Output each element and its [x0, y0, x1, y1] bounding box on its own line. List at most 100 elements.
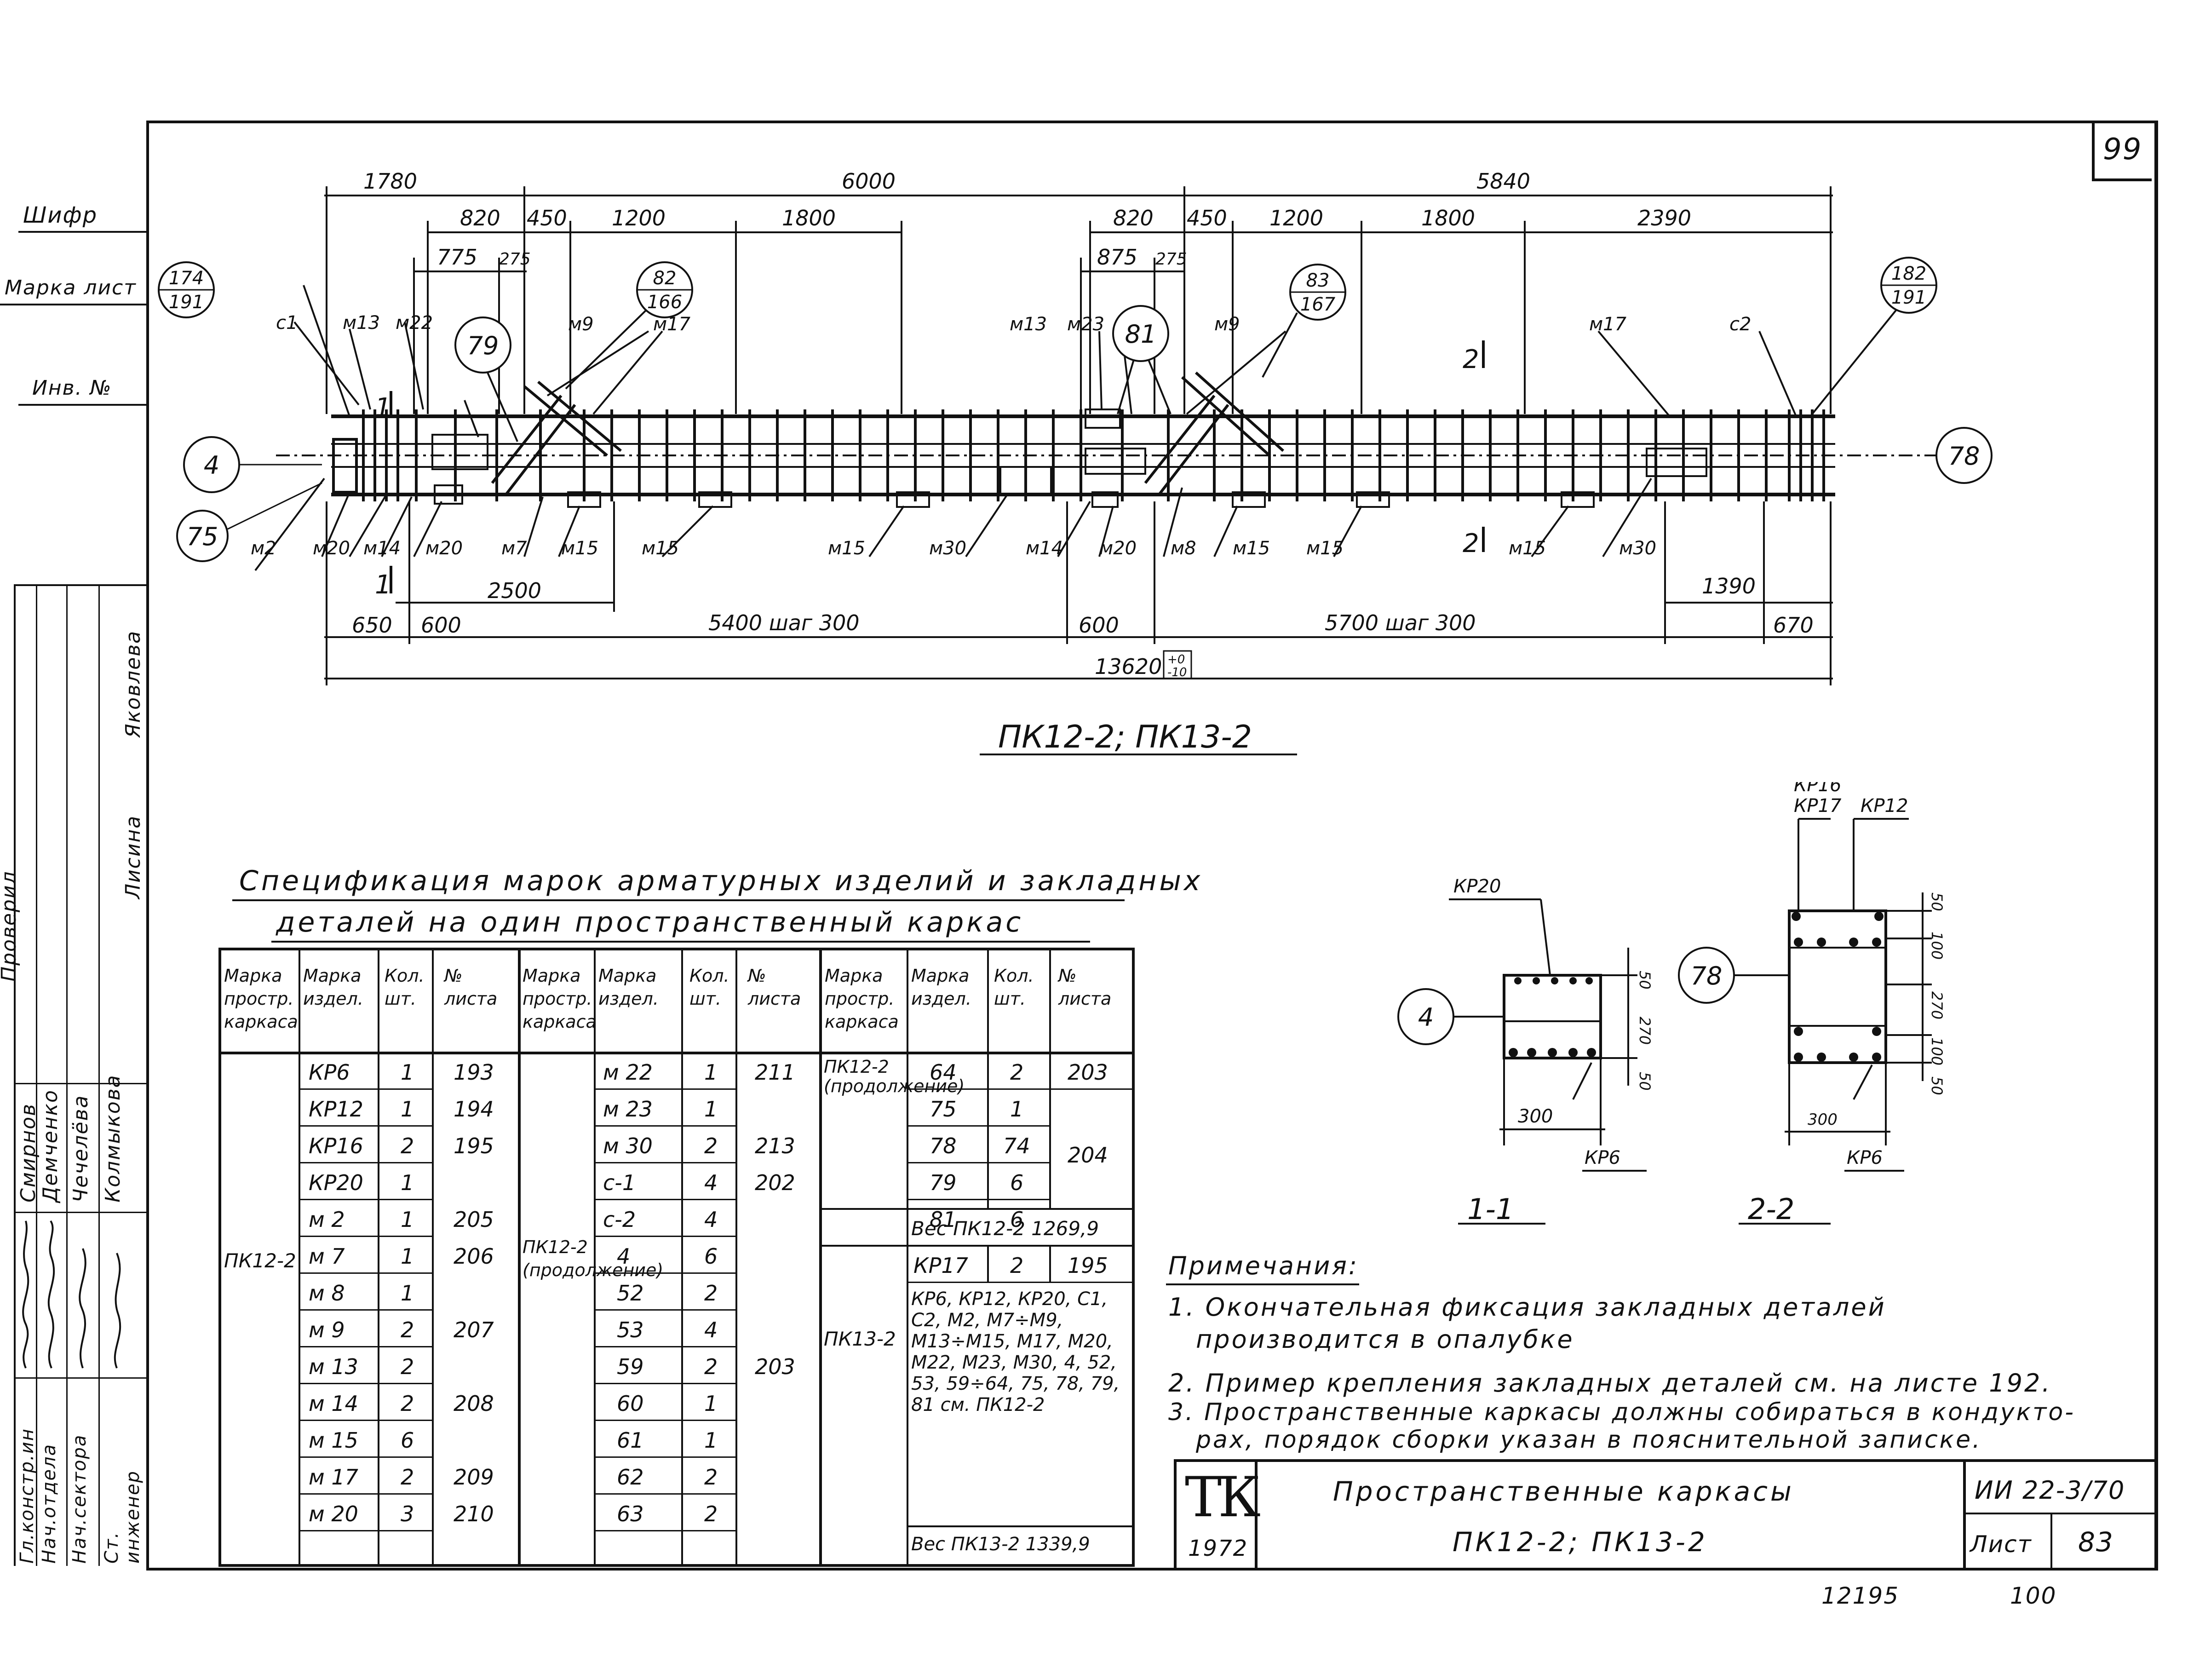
hdr-item-1: Марка издел. — [303, 966, 363, 1009]
pk13-2-composition: КР6, КР12, КР20, С1, С2, М2, М7÷М9, М13÷… — [911, 1289, 1120, 1415]
drawing-frame — [146, 121, 2158, 1571]
row5-item: м 2 — [309, 1207, 345, 1232]
c3-row1-qty: 2 — [1010, 1060, 1024, 1085]
spec-title-line2: деталей на один пространственный каркас — [276, 906, 1024, 938]
section2-h4: 100 — [1928, 1037, 1946, 1065]
approval-stamp: Проверил Яковлева Лисина Гл.констр.ин На… — [0, 584, 148, 1566]
section1-bottom-label: КР6 — [1585, 1147, 1620, 1168]
c2-row11-qty: 1 — [704, 1428, 718, 1453]
section1-circle: 4 — [1418, 1003, 1434, 1032]
label-m2: м2 — [251, 538, 276, 559]
ref-191-a: 191 — [169, 292, 204, 313]
row7-qty: 1 — [401, 1281, 414, 1306]
dim-5700: 5700 шаг 300 — [1325, 610, 1476, 635]
label-m20-c: м20 — [1099, 538, 1137, 559]
spec-title-line1: Спецификация марок арматурных изделий и … — [239, 865, 1203, 897]
cross-sections: 4 78 КР20 КР6 300 КР16 КР17 КР12 КР6 300… — [1397, 782, 1946, 1226]
title-sheet-label: Лист — [1970, 1531, 2032, 1558]
hdr-frame-2: Марка простр. каркаса — [523, 966, 597, 1032]
label-m13-a: м13 — [343, 312, 380, 334]
section-mark-2-top: 2 — [1463, 345, 1479, 374]
c2-row1-sheet: 211 — [755, 1060, 795, 1085]
tk-logo: ТК — [1185, 1466, 1261, 1530]
footer-right: 100 — [2010, 1582, 2057, 1609]
label-m22: м22 — [396, 312, 433, 334]
spec-table: Марка простр. каркаса Марка издел. Кол. … — [218, 948, 1135, 1567]
row10-item: м 14 — [309, 1391, 358, 1416]
footer-left: 12195 — [1821, 1582, 1900, 1609]
row1-qty: 1 — [401, 1060, 414, 1085]
note-2: 2. Пример крепления закладных деталей см… — [1168, 1369, 2052, 1398]
name-chief: Смирнов — [17, 1103, 40, 1202]
c2-row13-qty: 2 — [704, 1502, 718, 1526]
dim-600-b: 600 — [1079, 613, 1119, 638]
row4-qty: 1 — [401, 1170, 414, 1195]
dim-1780: 1780 — [363, 169, 417, 194]
row2-sheet: 194 — [454, 1097, 494, 1122]
dim-670: 670 — [1773, 613, 1814, 638]
row1-sheet: 193 — [454, 1060, 494, 1085]
note-3a: 3. Пространственные каркасы должны собир… — [1168, 1398, 2075, 1426]
hdr-item-3: Марка издел. — [911, 966, 971, 1009]
c3-kp17-item: КР17 — [913, 1253, 968, 1278]
c3-row4-item: 79 — [930, 1170, 957, 1195]
checked-sign: Лисина — [121, 815, 145, 899]
weight-pk12-2: Вес ПК12-2 1269,9 — [911, 1217, 1099, 1240]
circle-75: 75 — [187, 522, 218, 551]
row3-sheet: 195 — [454, 1133, 494, 1158]
dim-1200-a: 1200 — [612, 206, 666, 230]
label-m15-d: м15 — [1233, 538, 1270, 559]
title-name-line1: Пространственные каркасы — [1333, 1476, 1794, 1507]
label-m15-f: м15 — [1509, 538, 1546, 559]
frame-pk12-2-cont-3: ПК12-2 (продолжение) — [824, 1057, 965, 1096]
label-m15-b: м15 — [642, 538, 679, 559]
c2-row10-item: 60 — [617, 1391, 644, 1416]
row10-sheet: 208 — [454, 1391, 494, 1416]
section2-circle: 78 — [1691, 961, 1723, 990]
label-m17-b: м17 — [1589, 314, 1627, 335]
c2-row1-qty: 1 — [704, 1060, 718, 1085]
row9-item: м 13 — [309, 1354, 358, 1379]
dim-1390: 1390 — [1702, 574, 1756, 598]
c2-row9-sheet: 203 — [755, 1354, 795, 1379]
section-mark-2-bottom: 2 — [1463, 529, 1479, 558]
dim-6000: 6000 — [842, 169, 896, 194]
row2-qty: 1 — [401, 1097, 414, 1122]
section1-width: 300 — [1518, 1106, 1553, 1127]
checked-label: Проверил — [0, 870, 21, 982]
c3-row1-item: 64 — [930, 1060, 957, 1085]
c3-row3-qty: 74 — [1003, 1133, 1030, 1158]
row11-item: м 15 — [309, 1428, 358, 1453]
row6-qty: 1 — [401, 1244, 414, 1269]
row13-qty: 3 — [401, 1502, 414, 1526]
dim-820-b: 820 — [1113, 206, 1154, 230]
section2-h2: 100 — [1928, 932, 1946, 960]
drawing-title: ПК12-2; ПК13-2 — [998, 719, 1252, 755]
ref-83: 83 — [1306, 270, 1330, 291]
inventory-label: Инв. № — [32, 376, 112, 400]
hdr-qty-1: Кол. шт. — [385, 966, 425, 1009]
section2-h1: 50 — [1928, 892, 1946, 911]
label-m14-a: м14 — [363, 538, 401, 559]
c3-row3-item: 78 — [930, 1133, 957, 1158]
role-head-sector: Нач.сектора — [69, 1434, 90, 1564]
sheet-number-box: 99 — [2092, 123, 2152, 181]
label-m15-c: м15 — [828, 538, 865, 559]
frame-elevation: 1780 6000 5840 820 450 1200 1800 820 450… — [158, 169, 1993, 755]
hdr-sheet-1: № листа — [444, 966, 498, 1009]
section2-title: 2-2 — [1748, 1192, 1794, 1226]
circle-78: 78 — [1948, 442, 1980, 471]
ref-191-b: 191 — [1891, 287, 1926, 308]
dim-1200-b: 1200 — [1269, 206, 1323, 230]
c2-row10-qty: 1 — [704, 1391, 718, 1416]
row1-item: КР6 — [309, 1060, 350, 1085]
c3-kp17-qty: 2 — [1010, 1253, 1024, 1278]
row2-item: КР12 — [309, 1097, 363, 1122]
row12-qty: 2 — [401, 1465, 414, 1490]
row12-item: м 17 — [309, 1465, 358, 1490]
title-year: 1972 — [1188, 1536, 1248, 1561]
role-engineer: Ст. инженер — [101, 1470, 144, 1564]
ref-174: 174 — [169, 268, 204, 289]
label-m14-b: м14 — [1026, 538, 1063, 559]
c3-row3-sheet: 204 — [1068, 1143, 1108, 1168]
